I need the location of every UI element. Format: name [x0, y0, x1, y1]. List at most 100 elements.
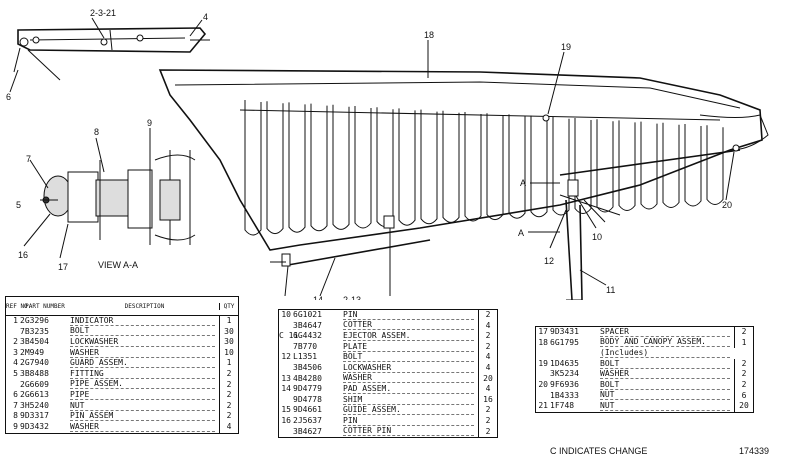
quantity: 4 — [219, 421, 238, 433]
part-number: 7B3235 — [20, 326, 49, 336]
quantity: 2 — [734, 369, 753, 380]
grid-slat — [398, 108, 416, 226]
callout-18: 18 — [424, 30, 434, 40]
quantity: 16 — [478, 394, 497, 406]
part-number: 9D4661 — [293, 405, 322, 415]
description: FITTING — [70, 370, 215, 379]
exploded-parts-drawing: 2-3-21 4 6 7 8 9 5 16 17 VIEW A-A 18 19 … — [6, 8, 769, 300]
grid-slat — [464, 112, 482, 222]
description: PIN — [343, 311, 474, 320]
quantity: 20 — [734, 401, 753, 412]
quantity: 4 — [478, 352, 497, 363]
callout-6: 6 — [6, 92, 11, 102]
callout-15: 15 — [280, 299, 290, 300]
quantity: 4 — [478, 362, 497, 374]
header-part: PART NUMBER — [25, 302, 65, 310]
description: PAD ASSEM. — [343, 385, 474, 394]
quantity: 2 — [478, 310, 497, 321]
callout-7: 7 — [26, 154, 31, 164]
part-number: 2J5637 — [293, 415, 322, 425]
quantity: 1 — [734, 337, 753, 349]
part-number: 9D4778 — [293, 394, 322, 404]
part-number: 3B4627 — [293, 426, 322, 436]
part-number: 2G7940 — [20, 358, 49, 368]
quantity: 10 — [219, 347, 238, 359]
quantity: 2 — [219, 411, 238, 422]
header-ref: REF NO. — [6, 302, 32, 310]
quantity: 2 — [478, 415, 497, 427]
quantity: 2 — [478, 405, 497, 416]
part-number: 3B4504 — [20, 337, 49, 347]
part-number: L1351 — [293, 352, 318, 362]
part-number: 4B4280 — [293, 373, 322, 383]
description: GUIDE ASSEM. — [343, 406, 474, 416]
grid-slat — [244, 100, 262, 236]
ref-number: 5 — [13, 368, 18, 378]
quantity: 30 — [219, 337, 238, 348]
description: INDICATOR — [70, 317, 215, 326]
description: BOLT — [343, 353, 474, 363]
part-number: 1F748 — [550, 401, 575, 411]
callout-19: 19 — [561, 42, 571, 52]
quantity: 2 — [219, 400, 238, 412]
description: EJECTOR ASSEM. — [343, 332, 474, 341]
part-number: 6G1021 — [293, 310, 322, 319]
ref-number: 15 — [281, 405, 291, 415]
grid-slat — [530, 115, 548, 218]
ref-number: 9 — [13, 421, 18, 431]
part-number: 9F6936 — [550, 379, 579, 389]
grid-slats — [244, 100, 724, 236]
grid-slat — [508, 114, 526, 219]
description: BOLT — [600, 360, 730, 369]
part-number: 9D3431 — [550, 327, 579, 336]
quantity: 1 — [219, 358, 238, 369]
description: WASHER — [600, 370, 730, 380]
ref-number: 4 — [13, 358, 18, 368]
body-and-canopy — [158, 69, 769, 251]
description: GUARD ASSEM. — [70, 359, 215, 369]
part-number: 3H5240 — [20, 400, 49, 410]
part-number: 3B4506 — [293, 362, 322, 372]
grid-slat — [266, 101, 284, 235]
leader-lines — [9, 17, 735, 297]
description: PIN ASSEM — [70, 412, 215, 422]
ref-number: 19 — [538, 358, 548, 368]
part-number: 7B770 — [293, 341, 318, 351]
description: PIPE — [70, 391, 215, 400]
grid-slat — [354, 106, 372, 229]
change-note: C INDICATES CHANGE — [550, 446, 648, 456]
callout-8: 8 — [94, 127, 99, 137]
quantity: 4 — [478, 320, 497, 332]
callout-20: 20 — [722, 200, 732, 210]
callout-9: 9 — [147, 118, 152, 128]
quantity: 2 — [219, 379, 238, 391]
ref-number: C 11 — [279, 331, 299, 341]
grid-slat — [662, 122, 680, 208]
description: WASHER — [70, 349, 215, 358]
ref-number: 13 — [281, 373, 291, 383]
ref-number: 16 — [281, 415, 291, 425]
description: PIPE ASSEM. — [70, 380, 215, 390]
ref-number: 14 — [281, 384, 291, 394]
quantity: 2 — [734, 327, 753, 338]
ref-number: 7 — [13, 400, 18, 410]
callout-bottom-pair: 2-13 — [343, 295, 361, 300]
table-row: (Includes) — [536, 348, 753, 359]
part-number: 3B4647 — [293, 320, 322, 330]
ref-number: 21 — [538, 401, 548, 411]
callout-12: 12 — [544, 256, 554, 266]
grid-slat — [288, 102, 306, 233]
quantity: 1 — [219, 316, 238, 327]
